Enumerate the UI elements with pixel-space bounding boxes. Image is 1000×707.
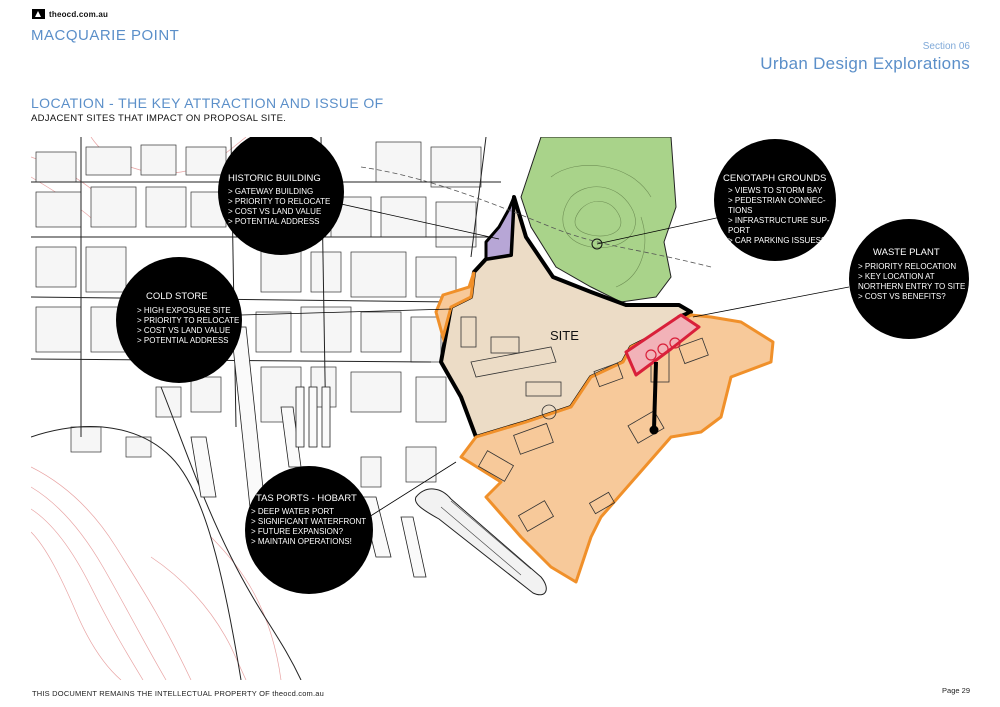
site-location-map: SITE [31, 137, 971, 680]
callout-historic-title: HISTORIC BUILDING [228, 173, 321, 184]
footer-copyright: THIS DOCUMENT REMAINS THE INTELLECTUAL P… [32, 689, 325, 698]
callout-cenotaph-item: > CAR PARKING ISSUES? [728, 236, 826, 245]
rail-alignment [360, 166, 712, 268]
brand-logo: theocd.com.au [32, 9, 108, 19]
cenotaph-contours [550, 165, 652, 288]
callout-ports: TAS PORTS - HOBART > DEEP WATER PORT > S… [245, 466, 373, 594]
callout-cold-store-item: > HIGH EXPOSURE SITE [137, 306, 231, 315]
tas-ports-area [459, 313, 775, 584]
callout-cold-store-item: > COST VS LAND VALUE [137, 326, 230, 335]
site-buildings [460, 316, 562, 397]
callout-historic-item: > GATEWAY BUILDING [228, 187, 313, 196]
cold-store-area [434, 271, 476, 343]
waste-plant-pipe [652, 361, 658, 430]
callout-ports-item: > FUTURE EXPANSION? [251, 527, 344, 536]
terrain-contours [31, 137, 282, 680]
callout-historic-item: > PRIORITY TO RELOCATE [228, 197, 330, 206]
callout-cenotaph-title: CENOTAPH GROUNDS [723, 173, 826, 184]
page-subheading: ADJACENT SITES THAT IMPACT ON PROPOSAL S… [31, 113, 287, 124]
waste-plant-pipe-end [649, 425, 659, 435]
callout-leaders [240, 203, 850, 523]
callout-waste-item: > PRIORITY RELOCATION [858, 262, 956, 271]
waste-plant-area [624, 313, 701, 377]
callout-cenotaph-item: > VIEWS TO STORM BAY [728, 186, 823, 195]
site-label: SITE [550, 328, 579, 343]
callout-waste-title: WASTE PLANT [873, 247, 940, 258]
callout-waste: WASTE PLANT > PRIORITY RELOCATION > KEY … [849, 219, 969, 339]
callout-cold-store: COLD STORE > HIGH EXPOSURE SITE > PRIORI… [116, 257, 242, 383]
callout-ports-title: TAS PORTS - HOBART [256, 493, 357, 504]
page-number: Page 29 [942, 686, 970, 695]
project-title: MACQUARIE POINT [31, 27, 180, 44]
callout-ports-item: > MAINTAIN OPERATIONS! [251, 537, 352, 546]
callout-waste-item: > KEY LOCATION AT [858, 272, 935, 281]
section-number: Section 06 [922, 41, 970, 52]
logo-text: theocd.com.au [49, 9, 109, 19]
callout-cold-store-item: > POTENTIAL ADDRESS [137, 336, 229, 345]
cenotaph-monument [591, 238, 603, 250]
cenotaph-grounds-area [520, 137, 677, 303]
callout-cenotaph: CENOTAPH GROUNDS > VIEWS TO STORM BAY > … [714, 139, 836, 261]
callout-waste-item: NORTHERN ENTRY TO SITE [858, 282, 965, 291]
ship-details [440, 500, 532, 576]
city-blocks [35, 141, 482, 488]
section-title: Urban Design Explorations [760, 54, 970, 73]
callout-ports-item: > SIGNIFICANT WATERFRONT [251, 517, 366, 526]
callout-historic-item: > COST VS LAND VALUE [228, 207, 321, 216]
callout-cenotaph-item: PORT [728, 226, 750, 235]
callout-cenotaph-item: TIONS [728, 206, 752, 215]
callout-cold-store-item: > PRIORITY TO RELOCATE [137, 316, 239, 325]
page-heading: LOCATION - THE KEY ATTRACTION AND ISSUE … [31, 95, 384, 111]
callout-cenotaph-item: > INFRASTRUCTURE SUP- [728, 216, 830, 225]
callout-ports-item: > DEEP WATER PORT [251, 507, 334, 516]
callout-historic-item: > POTENTIAL ADDRESS [228, 217, 320, 226]
callout-cenotaph-item: > PEDESTRIAN CONNEC- [728, 196, 826, 205]
callout-historic: HISTORIC BUILDING > GATEWAY BUILDING > P… [218, 137, 344, 255]
waste-plant-tanks [645, 337, 681, 361]
callout-waste-item: > COST VS BENEFITS? [858, 292, 946, 301]
historic-building-area [484, 195, 516, 261]
logo-mark-icon [32, 9, 45, 19]
piers [190, 326, 427, 578]
callout-cold-store-title: COLD STORE [146, 291, 208, 302]
